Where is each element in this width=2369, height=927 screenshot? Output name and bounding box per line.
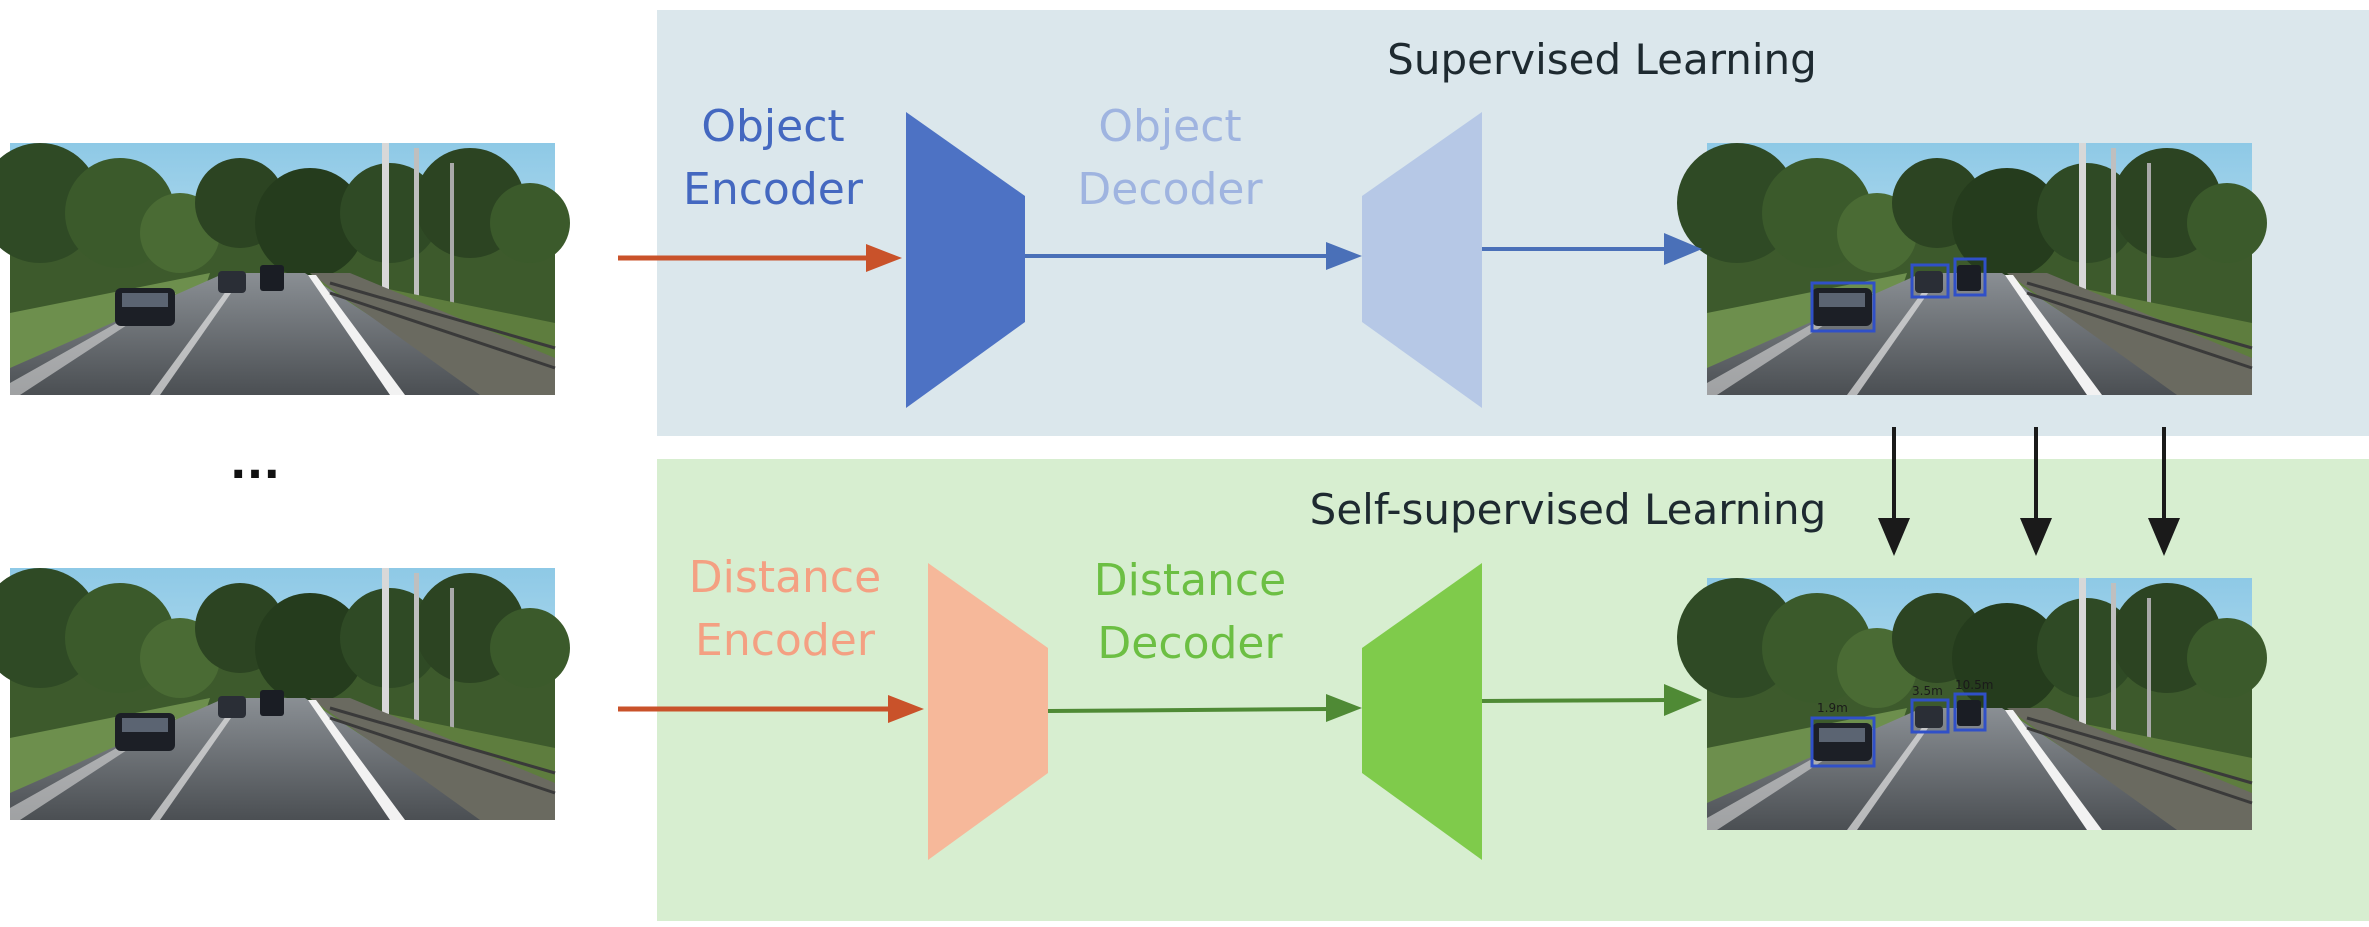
distance-label: 3.5m	[1912, 684, 1943, 698]
output-image-bottom: 1.9m 3.5m 10.5m	[1675, 576, 2269, 832]
object-encoder-shape	[906, 112, 1025, 408]
detection-box	[1953, 257, 1987, 297]
svg-text:Decoder: Decoder	[1077, 164, 1263, 215]
output-image-top	[1675, 141, 2269, 397]
distance-label: 10.5m	[1955, 678, 1993, 692]
svg-text:Distance: Distance	[689, 552, 881, 603]
object-encoder-label: Object Encoder	[683, 101, 864, 215]
detection-box	[1810, 716, 1876, 768]
svg-text:Encoder: Encoder	[695, 615, 876, 666]
input-arrow-bottom	[618, 695, 924, 723]
distance-latent-arrow	[1047, 694, 1362, 722]
object-output-arrow	[1482, 233, 1702, 265]
detection-box	[1910, 263, 1950, 299]
svg-text:Distance: Distance	[1094, 555, 1286, 606]
ellipsis: ...	[230, 438, 280, 489]
object-decoder-label: Object Decoder	[1077, 101, 1263, 215]
distance-label: 1.9m	[1817, 701, 1848, 715]
self-supervised-title: Self-supervised Learning	[1310, 485, 1827, 534]
input-image-top	[0, 141, 572, 397]
object-latent-arrow	[1025, 242, 1362, 270]
svg-text:Decoder: Decoder	[1097, 618, 1283, 669]
detection-box	[1910, 698, 1950, 734]
transfer-arrow	[2020, 427, 2052, 556]
distance-decoder-shape	[1362, 563, 1482, 860]
object-decoder-shape	[1362, 112, 1482, 408]
transfer-arrow	[1878, 427, 1910, 556]
input-arrow-top	[618, 244, 902, 272]
svg-text:Object: Object	[1098, 101, 1241, 152]
transfer-arrow	[2148, 427, 2180, 556]
supervised-title: Supervised Learning	[1387, 35, 1817, 84]
distance-decoder-label: Distance Decoder	[1094, 555, 1286, 669]
svg-text:Encoder: Encoder	[683, 164, 864, 215]
distance-encoder-shape	[928, 563, 1048, 860]
input-image-bottom	[0, 566, 572, 822]
detection-box	[1953, 692, 1987, 732]
distance-output-arrow	[1481, 684, 1702, 716]
detection-box	[1810, 281, 1876, 333]
svg-text:Object: Object	[701, 101, 844, 152]
distance-encoder-label: Distance Encoder	[689, 552, 881, 666]
